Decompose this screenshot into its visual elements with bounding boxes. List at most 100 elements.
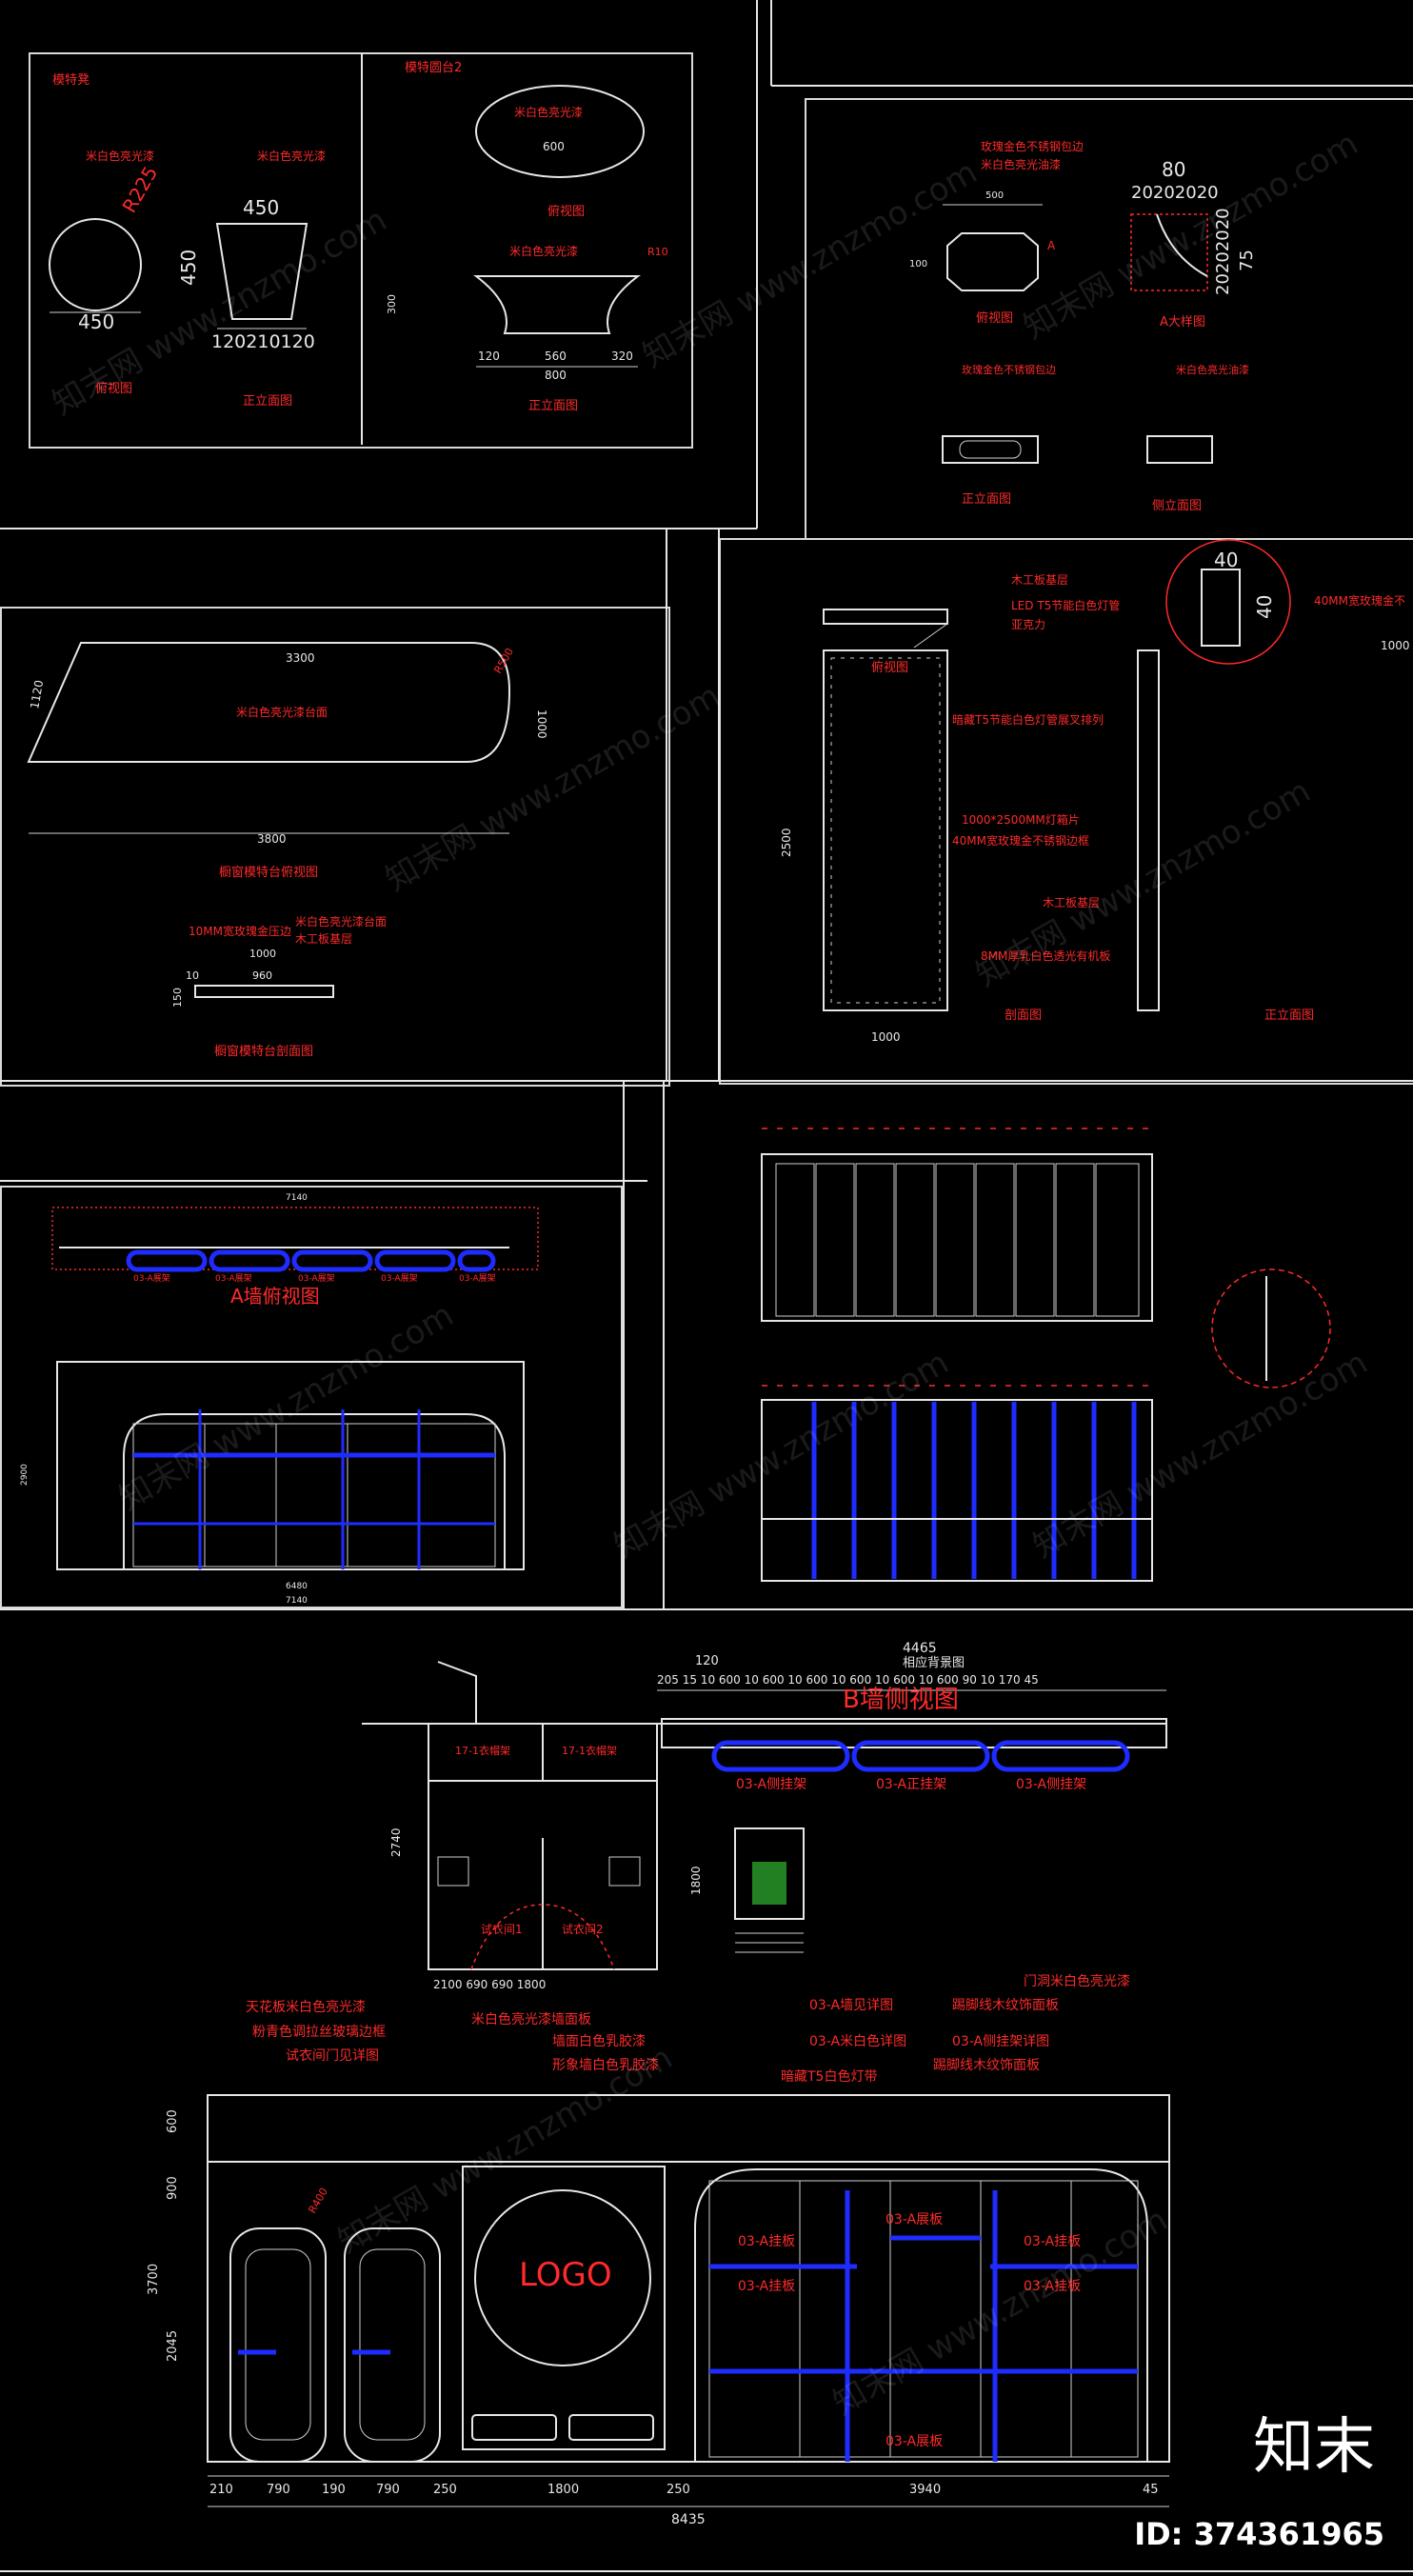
platform-dim-1120: 1120 [28,679,46,710]
rg-detail-curve [1156,213,1208,277]
rg-caption-plan: 俯视图 [976,310,1013,326]
logo-drawer-2 [568,2414,654,2441]
main-dim-250a: 250 [433,2483,457,2497]
lightbox-label-10: 1000 [1381,639,1410,652]
rg-dim-500: 500 [985,190,1004,201]
panel-b-wall [761,1128,1331,1582]
b-side-tag-3: 03-A侧挂架 [1016,1777,1086,1792]
round-table-dim-600: 600 [543,140,565,153]
main-label-11: 踢脚线木纹饰面板 [952,1998,1059,2013]
rg-label-1: 玫瑰金色不锈钢包边 [981,139,1084,153]
rg-label-3: 玫瑰金色不锈钢包边 [962,363,1056,376]
b-side-tag-1: 03-A侧挂架 [736,1777,806,1792]
round-table-dim-560: 560 [545,349,567,363]
stool-dim-450c: 450 [177,250,200,286]
rg-label-2: 米白色亮光油漆 [981,157,1061,171]
stool-elevation [215,223,308,320]
b-wall-upper-screens [775,1163,1140,1317]
a-wall-plan-box [51,1207,539,1270]
main-label-9: 暗藏T5白色灯带 [781,2068,877,2085]
round-table-label-2: 米白色亮光漆 [509,244,578,258]
b-side-detail-fill [752,1862,786,1905]
stool-label-1: 米白色亮光漆 [86,149,154,163]
a-wall-tag-3: 03-A展架 [298,1273,335,1284]
main-label-6: 形象墙白色乳胶漆 [552,2057,659,2073]
lightbox-dim-1000: 1000 [871,1030,901,1044]
lightbox-label-5: 1000*2500MM灯箱片 [962,812,1080,827]
display-tag-4: 03-A挂板 [1024,2234,1081,2249]
display-rails [709,2190,1138,2462]
lightbox-dim-40b: 40 [1253,595,1276,619]
main-dim-r400: R400 [306,2186,330,2215]
round-table-label-1: 米白色亮光漆 [514,105,583,119]
main-dim-8435: 8435 [671,2512,706,2527]
b-wall-upper [761,1153,1153,1322]
a-wall-tag-4: 03-A展架 [381,1273,418,1284]
main-dim-210: 210 [209,2483,233,2497]
logo-text: LOGO [519,2256,612,2294]
b-side-dim-120: 120 [695,1654,719,1668]
a-wall-dim-2900: 2900 [20,1464,30,1486]
main-label-12: 03-A侧挂架详图 [952,2034,1049,2049]
round-table-top [475,85,645,178]
platform-dim-3800: 3800 [257,832,287,846]
main-label-1: 天花板米白色亮光漆 [246,1999,366,2015]
main-dim-600: 600 [166,2109,180,2133]
display-tag-6: 03-A展板 [886,2434,943,2449]
fitting-door-2-inner [359,2248,426,2441]
platform-dim-1000: 1000 [535,709,548,739]
a-wall-arch [123,1413,506,1569]
main-label-2: 粉青色调拉丝玻璃边框 [252,2024,386,2040]
platform-label-2: 木工板基层 [295,932,352,946]
stool-dim-120: 120210120 [211,331,315,352]
room-2: 试衣间2 [562,1922,604,1936]
main-dim-790b: 790 [376,2483,400,2497]
lightbox-caption-section: 剖面图 [1005,1008,1042,1023]
rg-marker-a: A [1047,239,1056,252]
brand-logo: 知末 [1253,2412,1375,2483]
lightbox-plan [823,609,948,625]
rg-dim-75: 75 [1237,250,1257,271]
main-label-4: 米白色亮光漆墙面板 [471,2011,591,2027]
rg-dim-80: 80 [1162,158,1185,181]
platform-dim-150: 150 [171,988,184,1008]
a-wall-elev-rails [133,1409,495,1569]
platform-dim-10: 10 [186,969,199,982]
main-label-7: 03-A墙见详图 [809,1998,893,2013]
lightbox-label-9: 40MM宽玫瑰金不 [1314,593,1405,608]
panel-a-wall: 03-A展架 03-A展架 03-A展架 03-A展架 03-A展架 A墙俯视图… [20,1193,539,1606]
panel-stool: 模特凳 模特圆台2 米白色亮光漆 R225 450 俯视图 米白色亮光漆 450… [49,61,668,413]
rg-dim-100: 100 [909,259,927,270]
rg-label-4: 米白色亮光油漆 [1176,363,1249,376]
b-side-detail-box [734,1827,805,1920]
b-side-dim-2100: 2100 690 690 1800 [433,1978,546,1991]
platform-caption-section: 橱窗模特台剖面图 [214,1044,313,1059]
b-side-subtitle: 相应背景图 [903,1655,965,1670]
round-table-dim-120: 120 [478,349,500,363]
platform-label-3: 10MM宽玫瑰金压边 [189,924,291,938]
main-dim-790a: 790 [267,2483,290,2497]
round-table-caption-top: 俯视图 [547,204,585,219]
main-label-8: 03-A米白色详图 [809,2033,906,2049]
a-wall-tag-2: 03-A展架 [215,1273,252,1284]
platform-section [194,985,334,998]
a-wall-tag-5: 03-A展架 [459,1273,496,1284]
room-tag-1: 17-1衣帽架 [455,1744,510,1757]
platform-dim-960: 960 [252,969,272,982]
panel-window-platform-frame [0,607,670,1087]
stool-caption-top: 俯视图 [95,381,132,396]
rg-detail-grid [1130,213,1208,291]
rg-caption-detail: A大样图 [1160,315,1205,329]
door-swing [437,1661,477,1724]
lightbox-label-6: 40MM宽玫瑰金不锈钢边框 [952,833,1089,848]
round-table-dim-800: 800 [545,369,567,382]
rg-plan-shape [946,232,1039,291]
stool-caption-elev: 正立面图 [243,394,292,409]
a-wall-shelves [126,1249,496,1272]
b-wall-lower-rails [811,1402,1137,1579]
lightbox-led-grid [830,657,941,1004]
rg-elev-side [1146,435,1213,464]
lightbox-front [823,649,948,1011]
